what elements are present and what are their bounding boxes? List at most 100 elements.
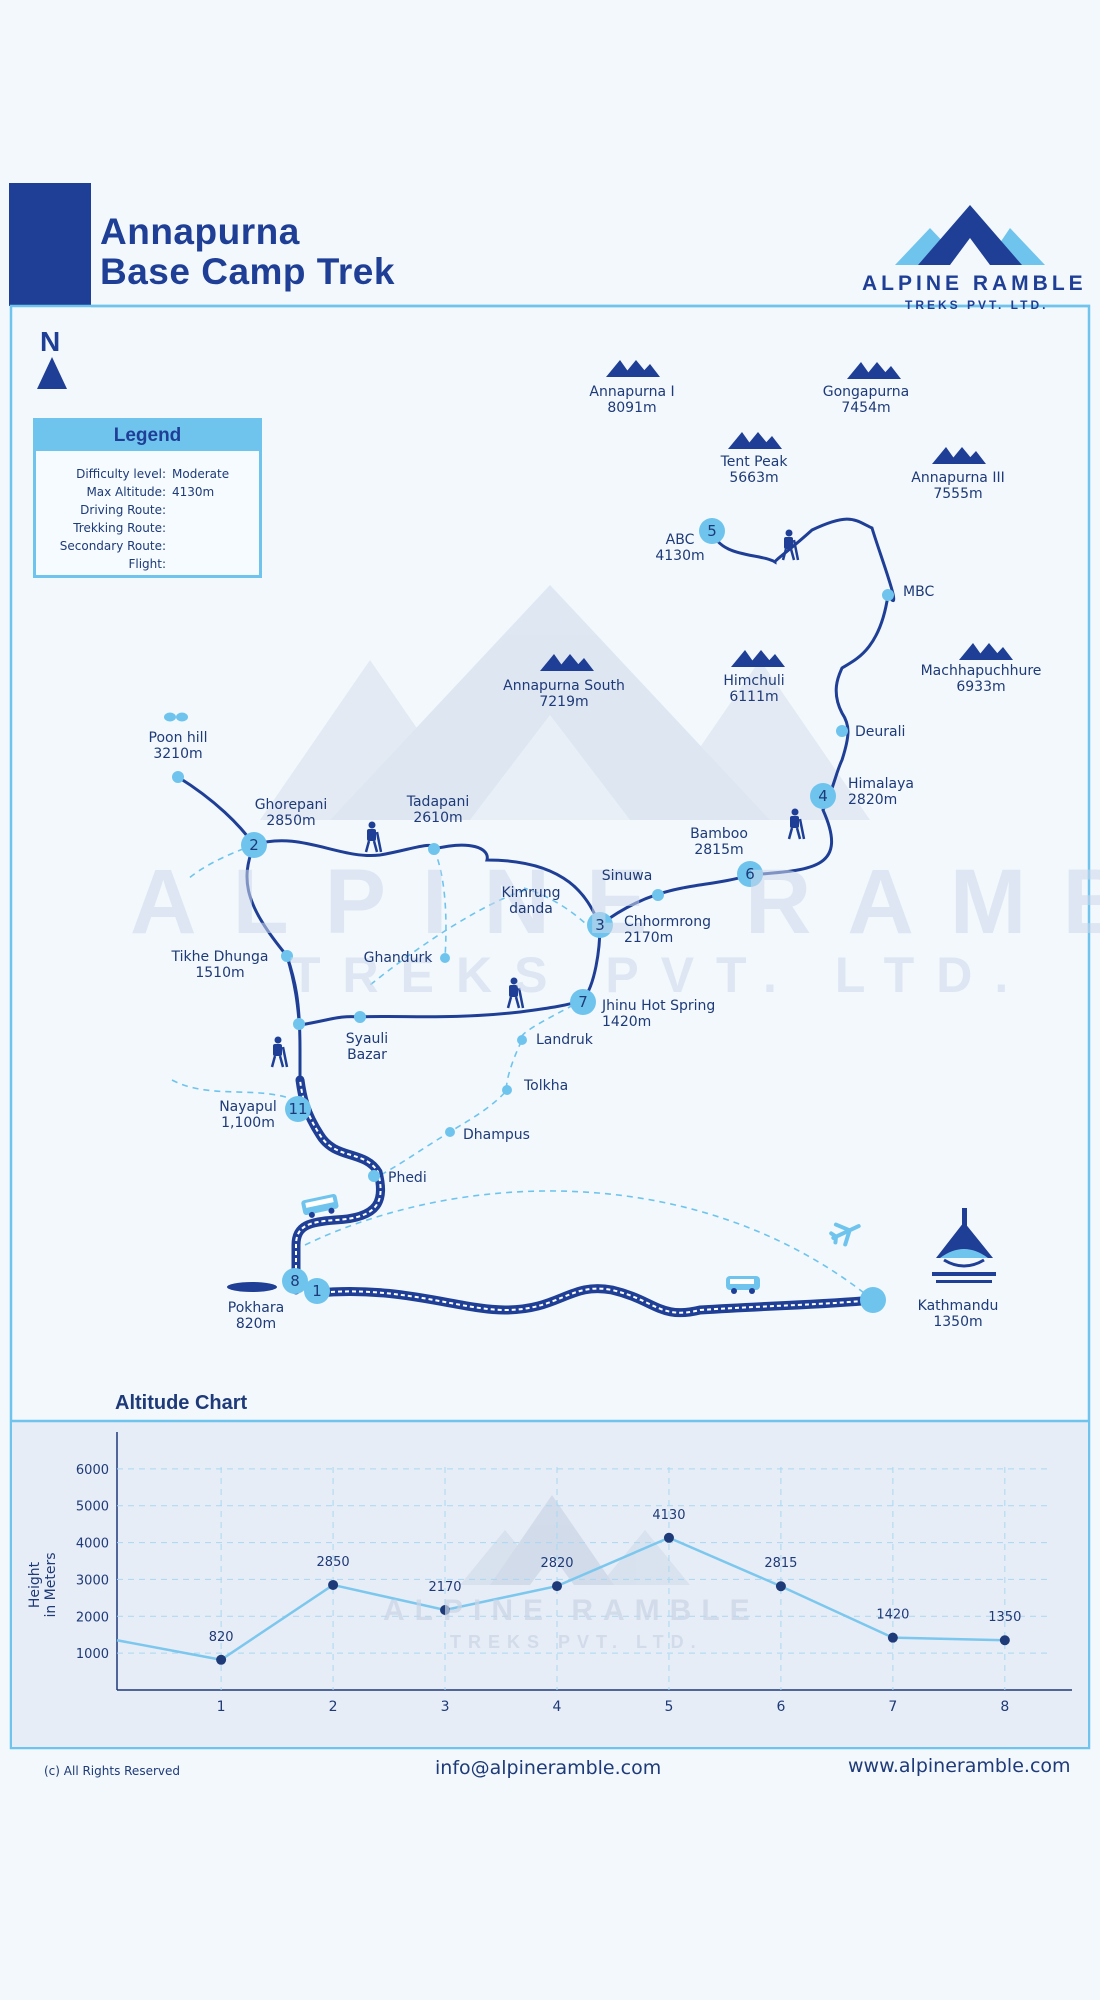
place-label-phedi: Phedi xyxy=(388,1170,427,1186)
chart-point xyxy=(440,1605,451,1616)
legend-value: 4130m xyxy=(172,485,215,499)
phewa-lake-icon xyxy=(227,1282,277,1292)
chart-xtick-label: 6 xyxy=(776,1699,785,1715)
chart-ytick-label: 2000 xyxy=(76,1610,109,1625)
footer-website-link[interactable]: www.alpineramble.com xyxy=(848,1755,1071,1777)
header-accent-block xyxy=(9,183,91,306)
chart-data-label: 1420 xyxy=(876,1608,909,1623)
chart-data-label: 2815 xyxy=(764,1556,797,1571)
title-line-2: Base Camp Trek xyxy=(100,251,395,292)
stop-number: 6 xyxy=(745,865,755,883)
place-label-tolkha: Tolkha xyxy=(524,1078,569,1094)
chart-watermark-mountain-icon xyxy=(460,1495,690,1585)
mountain-icon xyxy=(847,362,901,379)
footer-email-link[interactable]: info@alpineramble.com xyxy=(435,1757,662,1779)
stop-number: 3 xyxy=(595,916,605,934)
mountain-icon xyxy=(932,447,986,464)
stop-number: 11 xyxy=(288,1100,308,1118)
chart-point xyxy=(999,1635,1010,1646)
chart-point xyxy=(328,1579,339,1590)
chart-data-label: 4130 xyxy=(652,1508,685,1523)
logo-subtitle: TREKS PVT. LTD. xyxy=(905,298,1049,312)
place-label-sinuwa: Sinuwa xyxy=(601,868,653,884)
chart-ylabel-line2: in Meters xyxy=(43,1552,59,1617)
stop-number: 7 xyxy=(578,993,588,1011)
chart-data-label: 1350 xyxy=(988,1610,1021,1625)
hiker-icon xyxy=(364,821,383,853)
chart-data-label: 2820 xyxy=(540,1556,573,1571)
stupa-icon xyxy=(932,1208,996,1283)
chart-data-label: 2850 xyxy=(317,1555,350,1570)
mountain-icon xyxy=(728,432,782,449)
hiker-icon xyxy=(787,808,806,840)
legend-label: Max Altitude: xyxy=(86,485,166,499)
place-dots xyxy=(172,589,894,1182)
logo-name: ALPINE RAMBLE xyxy=(862,272,1087,295)
legend-value: Moderate xyxy=(172,467,230,481)
mountain-icon xyxy=(959,643,1013,660)
hiker-icons xyxy=(270,529,806,1068)
chart-xtick-label: 7 xyxy=(888,1699,897,1715)
chart-ytick-label: 4000 xyxy=(76,1537,109,1552)
chart-point xyxy=(887,1632,898,1643)
chart-ytick-label: 3000 xyxy=(76,1573,109,1588)
legend-title: Legend xyxy=(36,421,259,451)
watermark-mountain-icon xyxy=(260,585,870,820)
hiker-icon xyxy=(781,529,800,561)
chart-ylabel-line1: Height xyxy=(27,1561,43,1608)
mountain-icon xyxy=(540,654,594,671)
chart-data-label: 2170 xyxy=(428,1580,461,1595)
stop-number: 1 xyxy=(312,1282,322,1300)
stop-markers xyxy=(241,518,886,1313)
place-label-deurali: Deurali xyxy=(855,724,906,740)
hiker-icon xyxy=(506,977,525,1009)
chart-ytick-label: 5000 xyxy=(76,1500,109,1515)
chart-point xyxy=(775,1581,786,1592)
stop-number: 5 xyxy=(707,522,717,540)
chart-xtick-label: 4 xyxy=(553,1699,562,1715)
page-title: Annapurna Base Camp Trek xyxy=(100,212,395,292)
map-frame xyxy=(9,304,1091,1750)
bus-icon xyxy=(301,1193,339,1218)
chart-ytick-label: 6000 xyxy=(76,1463,109,1478)
stop-number: 4 xyxy=(818,787,828,805)
hiker-icon xyxy=(270,1036,289,1068)
place-label-landruk: Landruk xyxy=(536,1032,593,1048)
chart-watermark-line-1: ALPINE RAMBLE xyxy=(383,1594,760,1627)
logo-mountain-icon xyxy=(895,205,1045,265)
chart-xtick-label: 8 xyxy=(1000,1699,1009,1715)
chart-point xyxy=(663,1532,674,1543)
peak-icons xyxy=(540,360,1013,671)
watermark-line-2: TREKS PVT. LTD. xyxy=(290,947,1031,1003)
stop-number: 8 xyxy=(290,1272,300,1290)
chart-title: Altitude Chart xyxy=(115,1392,248,1414)
chart-point xyxy=(216,1654,227,1665)
chart-xtick-label: 5 xyxy=(664,1699,673,1715)
mountain-icon xyxy=(606,360,660,377)
north-arrow-icon xyxy=(37,357,67,389)
van-icon xyxy=(726,1276,760,1294)
compass-letter: N xyxy=(40,326,61,357)
legend-label: Difficulty level: xyxy=(76,467,166,481)
plane-icon xyxy=(829,1222,861,1247)
mountain-icon xyxy=(731,650,785,667)
chart-data-label: 820 xyxy=(209,1630,234,1645)
